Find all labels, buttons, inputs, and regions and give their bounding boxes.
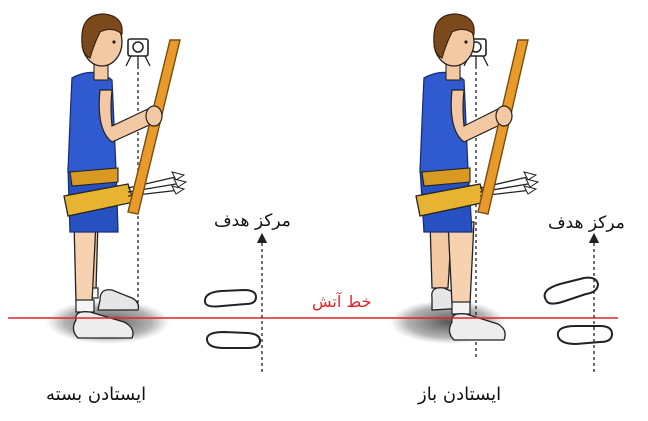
open-stance-label: ایستادن باز bbox=[418, 384, 501, 405]
target-center-label-right: مرکز هدف bbox=[548, 213, 625, 233]
fire-line-label: خط آتش bbox=[312, 292, 371, 311]
archer-closed-stance bbox=[46, 14, 186, 344]
footprints-open bbox=[545, 278, 612, 344]
target-center-label-left: مرکز هدف bbox=[214, 211, 291, 231]
sight-icon bbox=[126, 39, 150, 66]
footprints-closed bbox=[205, 290, 260, 348]
archer-open-stance bbox=[390, 14, 538, 360]
closed-stance-label: ایستادن بسته bbox=[46, 384, 146, 405]
